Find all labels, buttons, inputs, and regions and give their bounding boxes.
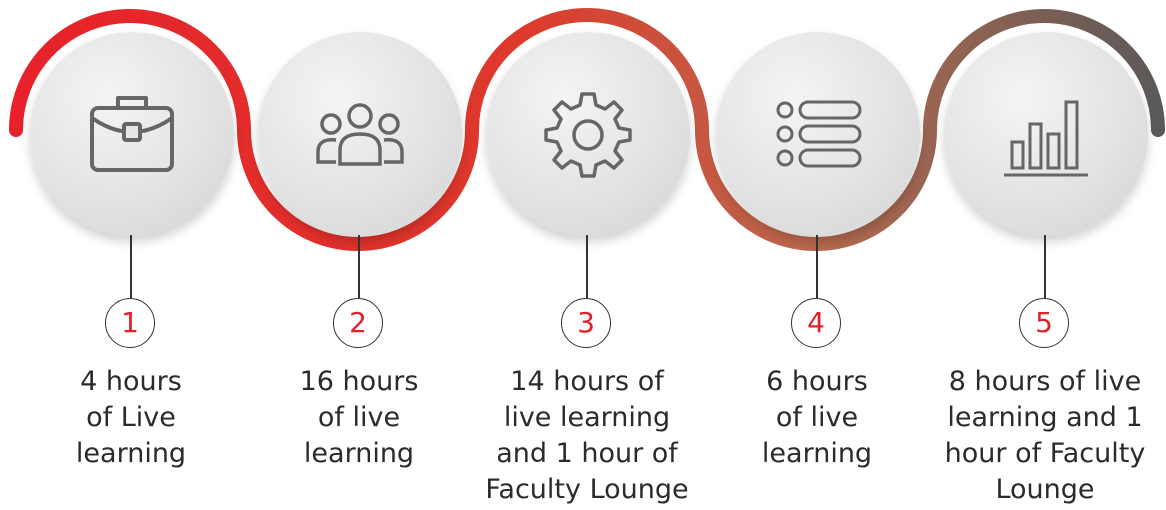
description-line: of Live xyxy=(86,402,176,433)
step-1: 1 4 hours of Live learning xyxy=(16,0,246,510)
step-2: 2 16 hours of live learning xyxy=(244,0,474,510)
step-circle xyxy=(716,32,920,236)
connector-line xyxy=(358,235,360,298)
connector-line xyxy=(1044,235,1046,298)
description-line: 14 hours of xyxy=(510,366,664,397)
description-line: Lounge xyxy=(995,474,1095,505)
step-description: 4 hours of Live learning xyxy=(6,364,256,472)
description-line: 8 hours of live xyxy=(948,366,1142,397)
step-description: 6 hours of live learning xyxy=(692,364,942,472)
description-line: 16 hours xyxy=(299,366,419,397)
step-description: 14 hours of live learning and 1 hour of … xyxy=(462,364,712,508)
people-group-icon xyxy=(316,103,404,166)
description-line: and 1 hour of xyxy=(496,438,678,469)
step-circle xyxy=(258,32,462,236)
step-description: 8 hours of live learning and 1 hour of F… xyxy=(920,364,1166,508)
connector-line xyxy=(586,235,588,298)
description-line: learning xyxy=(761,438,873,469)
description-line: Faculty Lounge xyxy=(485,474,689,505)
step-number-badge: 5 xyxy=(1019,298,1069,348)
description-line: learning xyxy=(303,438,415,469)
step-number-badge: 4 xyxy=(791,298,841,348)
step-number-badge: 2 xyxy=(333,298,383,348)
description-line: 4 hours xyxy=(80,366,182,397)
step-5: 5 8 hours of live learning and 1 hour of… xyxy=(930,0,1160,510)
step-number-badge: 1 xyxy=(105,298,155,348)
connector-line xyxy=(130,235,132,298)
gear-icon xyxy=(544,92,632,178)
description-line: of live xyxy=(775,402,859,433)
step-description: 16 hours of live learning xyxy=(234,364,484,472)
description-line: learning and 1 xyxy=(947,402,1143,433)
list-icon xyxy=(776,100,862,168)
step-circle xyxy=(944,32,1148,236)
step-circle xyxy=(30,32,234,236)
description-line: hour of Faculty xyxy=(944,438,1146,469)
bar-chart-icon xyxy=(1004,100,1088,177)
description-line: of live xyxy=(317,402,401,433)
step-4: 4 6 hours of live learning xyxy=(702,0,932,510)
briefcase-icon xyxy=(90,96,174,172)
step-number-badge: 3 xyxy=(561,298,611,348)
description-line: 6 hours xyxy=(766,366,868,397)
step-3: 3 14 hours of live learning and 1 hour o… xyxy=(472,0,702,510)
connector-line xyxy=(816,235,818,298)
step-circle xyxy=(486,32,690,236)
description-line: learning xyxy=(75,438,187,469)
description-line: live learning xyxy=(503,402,671,433)
